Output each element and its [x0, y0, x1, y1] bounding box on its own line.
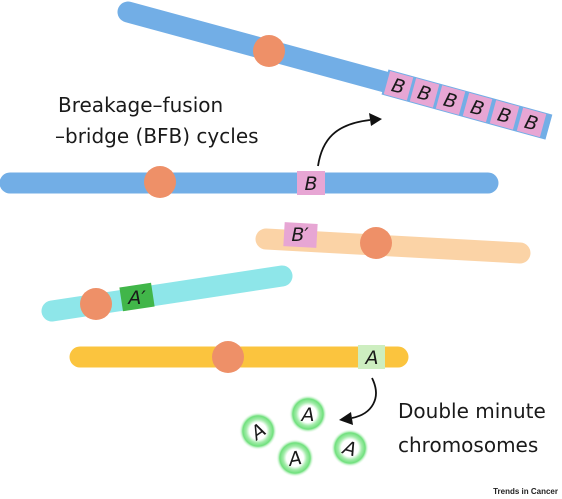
chromosome-a-prime: A′: [41, 265, 293, 322]
double-minute: A: [289, 395, 327, 433]
segment-label: B: [415, 82, 433, 107]
amplified-chromosome: B B B B B B: [117, 1, 553, 140]
segment-a-prime-label: A′: [126, 287, 146, 309]
double-minute-label: A: [285, 447, 304, 471]
segment-b: [297, 171, 325, 195]
amplified-segment: B: [435, 85, 466, 115]
journal-credit: Trends in Cancer: [493, 487, 558, 496]
centromere: [253, 35, 285, 67]
dm-caption-line2: chromosomes: [398, 433, 538, 457]
segment-a-label: A: [364, 347, 379, 369]
bfb-caption-line1: Breakage–fusion: [58, 93, 223, 117]
segment-label: B: [441, 89, 459, 114]
centromere: [212, 341, 244, 373]
segment-label: B: [495, 104, 513, 129]
segment-b-label: B: [304, 173, 317, 195]
centromere: [360, 227, 392, 259]
segment-a-prime: [119, 282, 155, 312]
amplified-segment: B: [516, 107, 547, 138]
dm-arrow: [339, 377, 377, 425]
segment-label: B: [389, 74, 407, 99]
double-minute: A: [276, 439, 314, 477]
segment-b-prime: [283, 222, 318, 248]
segment-a: [358, 345, 385, 369]
centromere: [80, 288, 112, 320]
chromosome-a: A: [69, 341, 409, 373]
chromosome-b: B: [0, 166, 499, 198]
double-minutes: A A A A: [239, 395, 369, 477]
chromosome-b-prime: B′: [255, 222, 531, 264]
segment-label: B: [522, 111, 540, 136]
amplified-segment: B: [462, 92, 493, 123]
segment-label: B: [468, 96, 486, 121]
amplified-segment: B: [409, 78, 440, 108]
bfb-arrow: [317, 113, 382, 167]
double-minute-label: A: [300, 404, 315, 426]
segment-b-prime-label: B′: [291, 224, 309, 246]
centromere: [144, 166, 176, 198]
double-minute: A: [239, 412, 277, 450]
dm-caption-line1: Double minute: [398, 399, 546, 423]
amplified-segment: B: [489, 100, 520, 130]
amplified-segment: B: [383, 70, 414, 101]
amplified-segment-array: B B B B B B: [381, 69, 553, 140]
bfb-caption-line2: –bridge (BFB) cycles: [55, 124, 259, 148]
double-minute: A: [331, 429, 369, 467]
